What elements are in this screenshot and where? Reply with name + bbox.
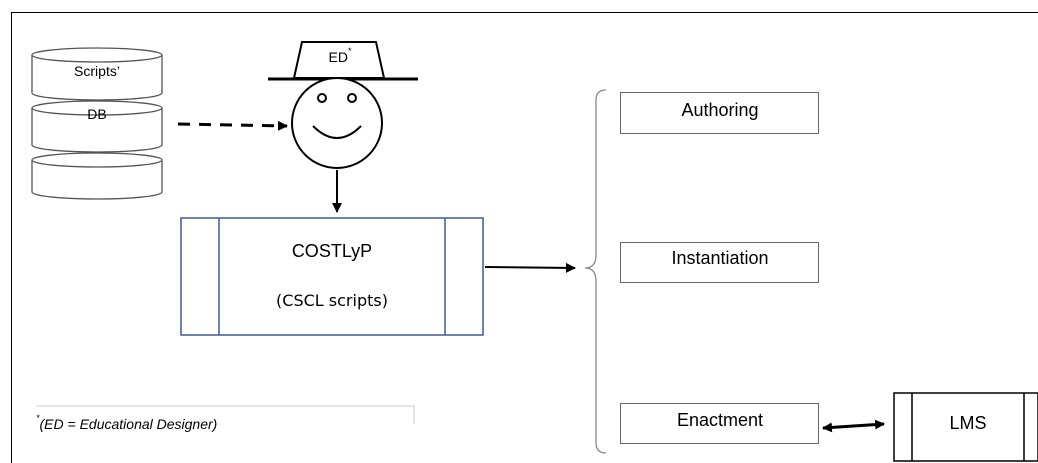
costlyp-box: [180, 217, 484, 336]
lms-label: LMS: [949, 413, 987, 433]
lms-box: [893, 392, 1038, 462]
footnote-marker: *: [36, 413, 40, 423]
database-label-line2: DB: [87, 106, 107, 122]
right-arrow: [484, 262, 576, 273]
curly-brace: [584, 89, 607, 454]
authoring-label: Authoring: [681, 100, 759, 120]
database-icon: [31, 47, 163, 200]
dashed-arrow: [177, 120, 288, 131]
footnote-text: (ED = Educational Designer): [39, 416, 218, 432]
double-arrow: [822, 419, 885, 433]
tool-name: COSTLyP: [291, 241, 373, 261]
database-label-line1: Scripts’: [74, 63, 120, 79]
enactment-box: [620, 403, 819, 444]
authoring-box: [620, 92, 819, 134]
smiley-face-icon: [291, 77, 383, 169]
designer-label: ED*: [318, 46, 362, 65]
designer-marker: *: [347, 46, 352, 56]
enactment-label: Enactment: [676, 410, 764, 430]
outer-frame: [11, 12, 1038, 463]
designer-label-text: ED: [328, 49, 348, 65]
instantiation-box: [620, 242, 819, 283]
instantiation-label: Instantiation: [671, 248, 769, 268]
footnote: *(ED = Educational Designer): [36, 413, 218, 432]
tool-subtitle: (CSCL scripts): [276, 291, 388, 310]
